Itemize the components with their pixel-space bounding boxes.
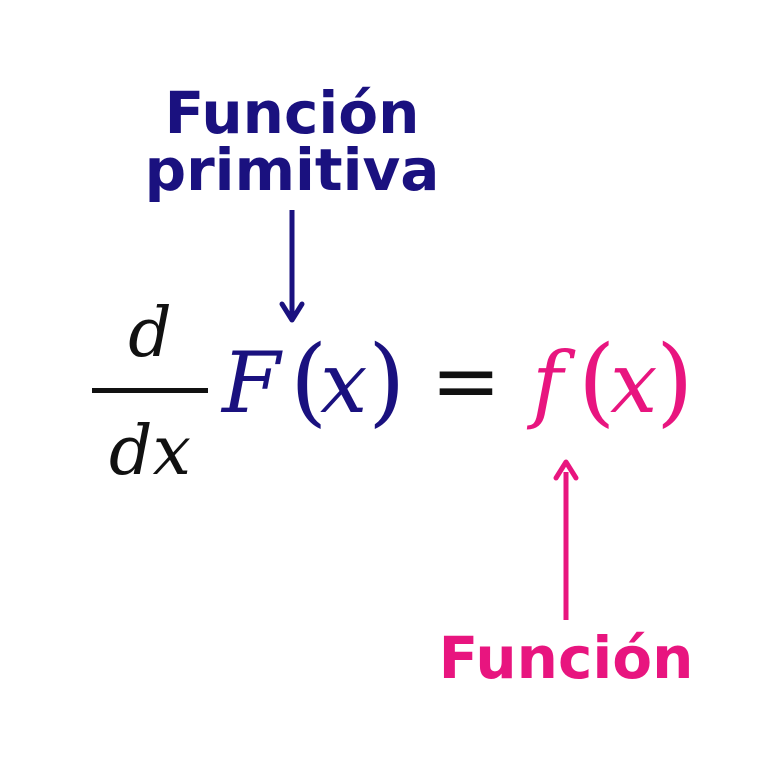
function-expression: f ( x ) xyxy=(526,325,693,437)
primitive-left-paren: ( xyxy=(290,325,327,437)
function-arrow xyxy=(553,459,579,620)
function-label: Función xyxy=(439,624,694,692)
primitive-function-label: Función primitiva xyxy=(145,79,440,204)
fraction-bar xyxy=(92,388,208,393)
derivative-operator: d dx xyxy=(92,294,208,491)
equals-sign: = xyxy=(431,332,501,430)
function-right-paren: ) xyxy=(656,325,693,437)
primitive-label-line-1: Función xyxy=(165,79,420,147)
fraction-denominator: dx xyxy=(109,412,191,491)
function-variable: x xyxy=(610,334,657,432)
primitive-label-line-2: primitiva xyxy=(145,136,440,204)
primitive-arrow xyxy=(279,210,305,323)
primitive-arrowhead xyxy=(279,301,305,323)
primitive-symbol: F xyxy=(220,334,283,432)
primitive-right-paren: ) xyxy=(368,325,405,437)
primitive-variable: x xyxy=(320,334,367,432)
primitive-expression: F ( x ) xyxy=(220,325,405,437)
function-arrowhead xyxy=(553,459,579,481)
fraction-numerator: d xyxy=(128,294,172,373)
function-left-paren: ( xyxy=(578,325,615,437)
